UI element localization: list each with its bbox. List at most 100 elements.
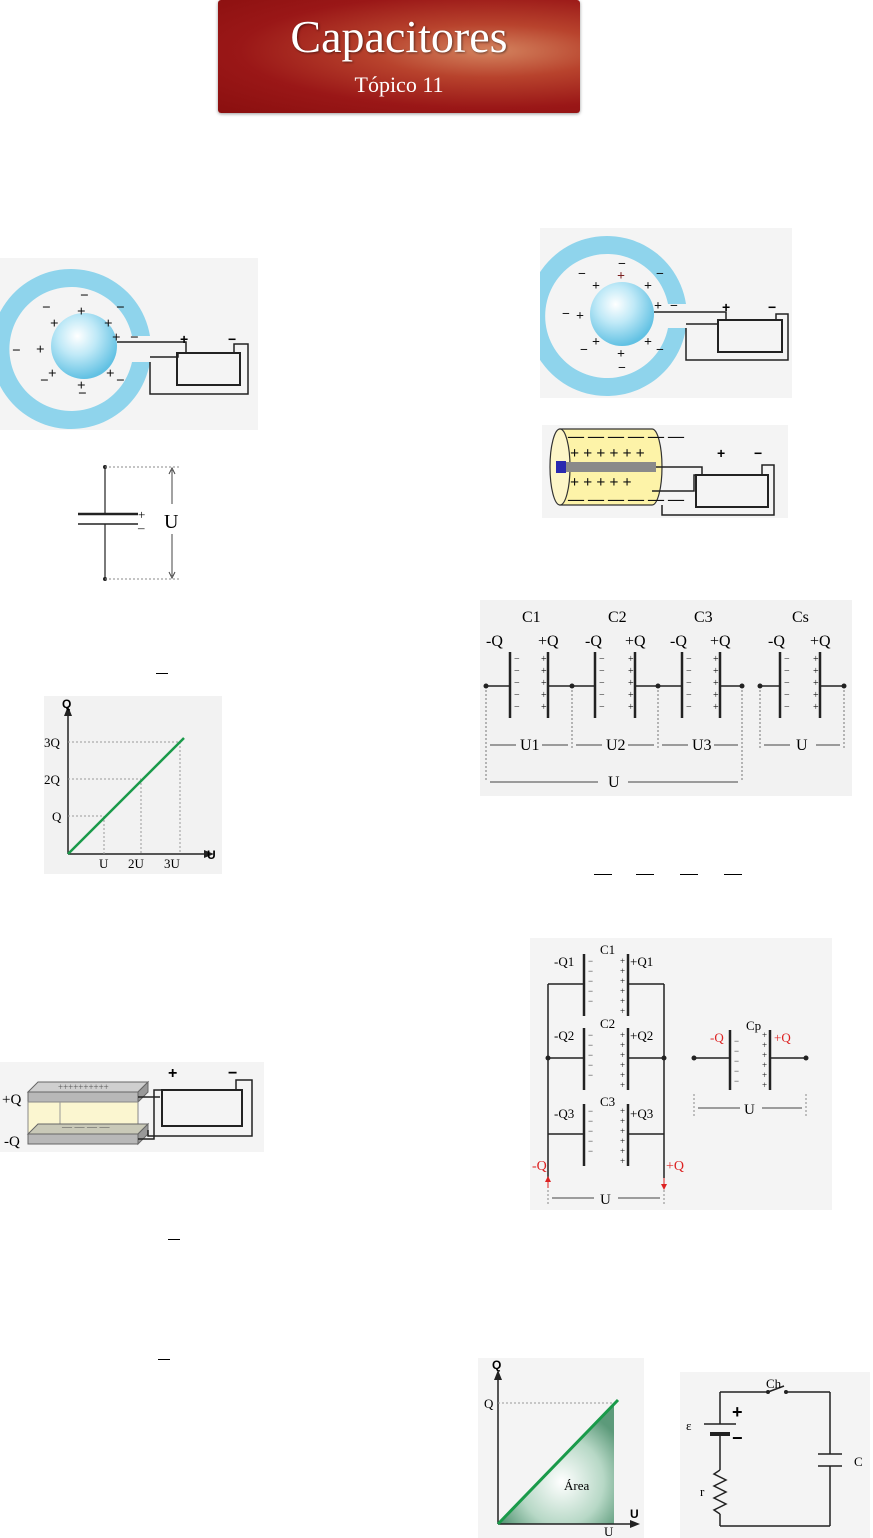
svg-text:−: −: [578, 267, 586, 282]
svg-text:−: −: [80, 288, 89, 304]
svg-text:−: −: [130, 330, 139, 346]
svg-text:−: −: [734, 1066, 739, 1076]
svg-text:— — — — — —: — — — — — —: [567, 491, 685, 508]
svg-text:−: −: [588, 1040, 593, 1050]
y-axis-label: Q: [62, 697, 71, 711]
svg-text:−: −: [784, 654, 790, 665]
parallel-voltage: U: [600, 1192, 611, 1208]
svg-text:−: −: [588, 966, 593, 976]
svg-text:+: +: [620, 1116, 625, 1126]
svg-text:+: +: [50, 316, 59, 332]
voltage-u1: U1: [520, 737, 540, 754]
charge-pos: +Q: [710, 633, 731, 650]
svg-text:−: −: [514, 702, 520, 713]
svg-text:+: +: [620, 986, 625, 996]
capacitor-label-c2: C2: [600, 1016, 615, 1031]
svg-text:−: −: [686, 666, 692, 677]
charge-neg: -Q1: [554, 954, 574, 969]
svg-text:−: −: [588, 1070, 593, 1080]
svg-text:+: +: [112, 330, 121, 346]
svg-text:−: −: [599, 654, 605, 665]
x-axis-label: U: [630, 1507, 639, 1521]
battery-minus-label: −: [768, 299, 776, 315]
svg-text:+: +: [713, 678, 719, 689]
svg-text:−: −: [588, 986, 593, 996]
svg-text:+: +: [628, 702, 634, 713]
svg-text:+: +: [762, 1050, 767, 1060]
svg-text:−: −: [588, 956, 593, 966]
svg-text:+: +: [77, 378, 86, 394]
plate-bottom-charge: -Q: [4, 1134, 20, 1150]
resistor-label: r: [700, 1484, 705, 1499]
svg-text:−: −: [40, 373, 49, 389]
svg-text:+: +: [620, 956, 625, 966]
svg-text:+: +: [620, 1006, 625, 1016]
equivalent-capacitor-label: Cp: [746, 1018, 761, 1033]
svg-text:−: −: [588, 1060, 593, 1070]
svg-text:+: +: [77, 304, 86, 320]
x-tick: U: [99, 856, 109, 871]
svg-text:−: −: [618, 257, 626, 272]
svg-text:+: +: [617, 347, 625, 362]
svg-text:−: −: [514, 678, 520, 689]
battery-plus-label: +: [722, 299, 730, 315]
emf-label: ε: [686, 1418, 692, 1433]
page-subtitle: Tópico 11: [354, 72, 444, 97]
capacitor-label-c3: C3: [600, 1094, 615, 1109]
svg-text:−: −: [588, 1050, 593, 1060]
svg-text:+: +: [644, 335, 652, 350]
fraction-bar: [724, 874, 742, 875]
svg-text:−: −: [784, 702, 790, 713]
svg-text:−: −: [588, 1106, 593, 1116]
svg-text:−: −: [618, 361, 626, 376]
parallel-capacitors-figure: −−−−− ++++++ −−−−− ++++++ −−−−− ++++++ C…: [530, 938, 832, 1210]
capacitor-label-c1: C1: [522, 609, 541, 626]
charge-neg: -Q: [486, 633, 503, 650]
svg-text:+: +: [813, 666, 819, 677]
svg-text:+: +: [713, 666, 719, 677]
svg-text:+: +: [813, 678, 819, 689]
battery-minus-label: −: [228, 331, 236, 347]
svg-text:−: −: [588, 996, 593, 1006]
svg-text:+: +: [620, 1146, 625, 1156]
charge-pos: +Q: [810, 633, 831, 650]
svg-text:+: +: [620, 1040, 625, 1050]
svg-text:+: +: [628, 678, 634, 689]
svg-text:+: +: [620, 1136, 625, 1146]
svg-text:−: −: [588, 976, 593, 986]
fraction-bar: [158, 1359, 170, 1360]
svg-text:+: +: [620, 996, 625, 1006]
spherical-capacitor-figure-left: −−− −−−− +++ ++ +++ − + −: [0, 258, 258, 430]
voltage-u2: U2: [606, 737, 626, 754]
svg-text:−: −: [734, 1036, 739, 1046]
svg-text:+: +: [541, 702, 547, 713]
charge-pos: +Q2: [630, 1028, 653, 1043]
plate-top-charge: +Q: [2, 1092, 21, 1108]
svg-text:+: +: [576, 309, 584, 324]
battery-plus-label: +: [180, 331, 188, 347]
svg-text:++++++++++: ++++++++++: [58, 1082, 109, 1092]
svg-text:+: +: [762, 1040, 767, 1050]
svg-text:+: +: [592, 279, 600, 294]
battery-plus-label: +: [717, 445, 725, 461]
svg-text:−: −: [734, 1046, 739, 1056]
svg-text:+: +: [541, 678, 547, 689]
equivalent-voltage: U: [744, 1102, 755, 1118]
charge-voltage-graph: Q U 3Q 2Q Q U 2U 3U: [44, 696, 222, 874]
series-capacitors-figure: C1 -Q +Q C2 -Q +Q C3 -Q +Q Cs -Q +Q −−−−…: [480, 600, 852, 796]
battery-minus-label: −: [754, 445, 762, 461]
svg-text:−: −: [588, 1146, 593, 1156]
page-title: Capacitores: [290, 11, 508, 62]
svg-text:−: −: [734, 1056, 739, 1066]
voltage-u3: U3: [692, 737, 712, 754]
svg-text:−: −: [599, 690, 605, 701]
svg-text:−: −: [562, 307, 570, 322]
inner-sphere: [51, 313, 117, 379]
svg-text:+: +: [813, 690, 819, 701]
svg-text:+: +: [762, 1070, 767, 1080]
svg-text:+: +: [713, 654, 719, 665]
charge-line: [67, 737, 185, 855]
energy-area-graph: Q U Q U Área: [478, 1358, 644, 1538]
fraction-bar: [594, 874, 612, 875]
x-axis-label: U: [207, 848, 216, 862]
